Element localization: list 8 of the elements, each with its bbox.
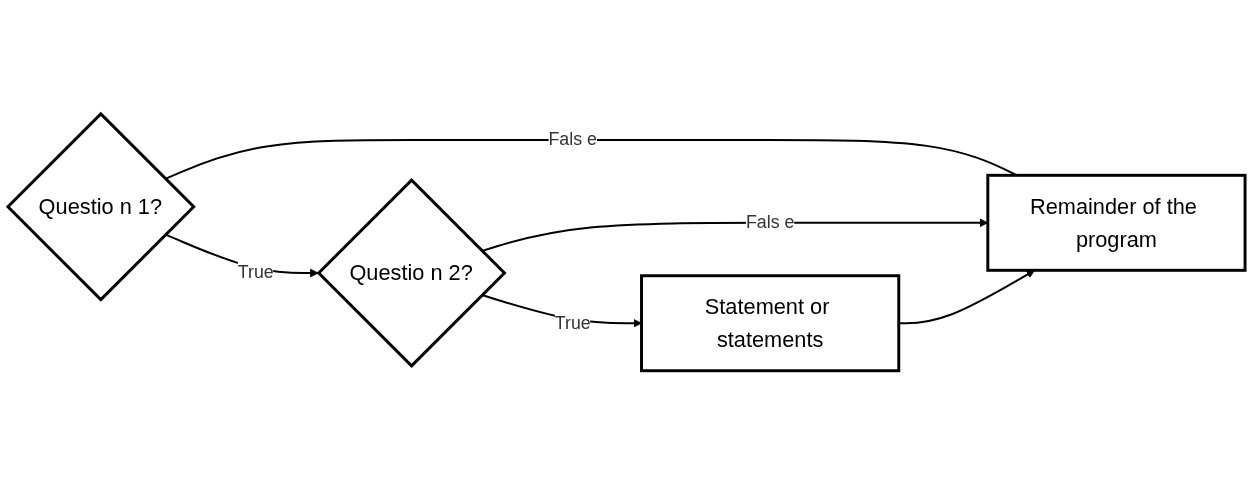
node-box: Statement or statements [640, 273, 901, 372]
edge-label: True [237, 262, 274, 283]
node-diamond: Questio n 2? [316, 177, 507, 368]
node-diamond: Questio n 1? [5, 111, 196, 302]
edge-label: Fals e [548, 129, 597, 150]
edge-label: Fals e [745, 212, 795, 232]
node-box: Remainder of the program [986, 173, 1247, 272]
edge-label: True [554, 312, 591, 333]
